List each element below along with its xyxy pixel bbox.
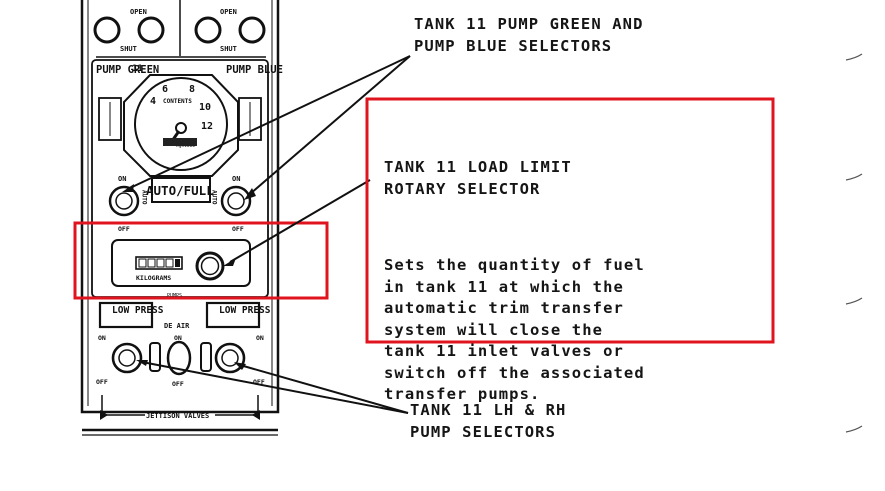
low-press-light-right: [205, 301, 261, 329]
low-press-row: LOW PRESS LOW PRESS DE AIR: [98, 301, 271, 330]
jettison-valves-label: JETTISON VALVES: [146, 412, 209, 420]
pump-green-selector[interactable]: [108, 185, 140, 217]
load-limit-callout: TANK 11 LOAD LIMIT ROTARY SELECTOR Sets …: [384, 114, 645, 427]
de-air-center-switch[interactable]: [166, 340, 192, 376]
contents-gauge: 4 6 8 10 12 CONTENTS kgx1000: [123, 74, 239, 177]
kilograms-label: KILOGRAMS: [136, 274, 171, 282]
tank11-rh-pump-selector[interactable]: [214, 342, 246, 374]
gauge-contents-label: CONTENTS: [163, 98, 192, 105]
kilogram-counter: [135, 256, 183, 270]
low-press-light-left: [98, 301, 154, 329]
gauge-tick-6: 6: [162, 84, 168, 95]
valve-knob-4[interactable]: [238, 16, 266, 44]
gauge-tick-4: 4: [150, 96, 156, 107]
arrow-right-icon: [100, 410, 108, 420]
load-limit-panel: [111, 239, 251, 287]
lower-on-left: ON: [98, 334, 106, 342]
pump-green-indicator: [98, 97, 122, 141]
off-label-right: OFF: [232, 225, 244, 233]
pump-blue-selector[interactable]: [220, 185, 252, 217]
leader-arrowhead-rotary: [223, 258, 236, 266]
de-air-switch-right[interactable]: [200, 342, 212, 372]
auto-full-light: [151, 177, 211, 203]
load-limit-highlight: [73, 221, 329, 300]
leader-arrowhead-blue: [244, 188, 256, 200]
panel-frame: [80, 0, 280, 436]
on-label-right: ON: [232, 175, 240, 183]
open-label-left: OPEN: [130, 8, 147, 16]
jettison-valves-bar: JETTISON VALVES: [100, 395, 260, 420]
lower-on-center: ON: [174, 334, 182, 342]
low-press-label-right: LOW PRESS: [219, 305, 271, 316]
leader-lines: [129, 55, 411, 414]
pump-blue-label: PUMP BLUE: [226, 64, 283, 76]
shut-label-right: SHUT: [220, 45, 237, 53]
description-highlight-box: [365, 97, 775, 344]
leader-arrowhead-green: [122, 184, 134, 192]
gauge-tick-10: 10: [199, 102, 211, 113]
valve-knob-1[interactable]: [93, 16, 121, 44]
open-label-right: OPEN: [220, 8, 237, 16]
auto-label-left: AUTO: [141, 190, 148, 205]
lower-off-left: OFF: [96, 378, 108, 386]
on-label-left: ON: [118, 175, 126, 183]
gauge-tick-8: 8: [189, 84, 195, 95]
load-limit-description: Sets the quantity of fuel in tank 11 at …: [384, 256, 645, 403]
gauge-pivot: [175, 122, 187, 134]
de-air-switch-left[interactable]: [149, 342, 161, 372]
de-air-label: DE AIR: [164, 322, 190, 330]
tank11-lh-pump-selector[interactable]: [111, 342, 143, 374]
lower-on-right: ON: [256, 334, 264, 342]
lower-off-right: OFF: [253, 378, 265, 386]
pump-green-label: PUMP GREEN: [96, 64, 159, 76]
valve-knob-2[interactable]: [137, 16, 165, 44]
top-valve-row: OPEN OPEN SHUT SHUT: [93, 0, 266, 58]
lh-rh-pump-callout: TANK 11 LH & RH PUMP SELECTORS: [410, 401, 567, 441]
shut-label-left: SHUT: [120, 45, 137, 53]
scan-marks: [845, 53, 863, 433]
leader-arrowhead-lh: [136, 360, 148, 366]
lower-off-center: OFF: [172, 380, 184, 388]
pump-11-label: 11: [132, 64, 143, 74]
auto-full-label: AUTO/FULL: [146, 183, 214, 198]
valve-knob-3[interactable]: [194, 16, 222, 44]
load-limit-title: TANK 11 LOAD LIMIT ROTARY SELECTOR: [384, 158, 572, 198]
gauge-tick-12: 12: [201, 121, 213, 132]
arrow-left-icon: [252, 410, 260, 420]
lower-switch-row: ON ON ON OFF OFF OFF: [96, 334, 265, 388]
pump-selectors-callout: TANK 11 PUMP GREEN AND PUMP BLUE SELECTO…: [414, 15, 644, 55]
pumps-label: PUMPS: [167, 293, 182, 299]
leader-arrowhead-rh: [234, 362, 246, 370]
off-label-left: OFF: [118, 225, 130, 233]
low-press-label-left: LOW PRESS: [112, 305, 164, 316]
auto-label-right: AUTO: [211, 190, 218, 205]
